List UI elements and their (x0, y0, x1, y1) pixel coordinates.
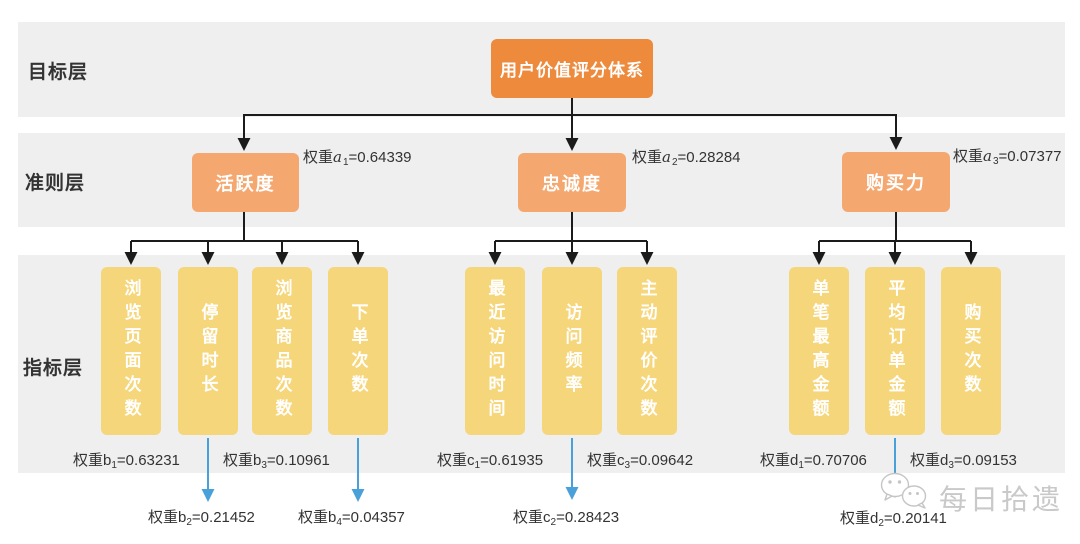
indicator-label: 浏览商品次数 (272, 279, 292, 423)
node-indicator-visit-frequency: 访问频率 (542, 267, 602, 435)
weight-label-a3: 权重a3=0.07377 (953, 147, 1062, 167)
node-indicator-product-views: 浏览商品次数 (252, 267, 312, 435)
weight-label-c1: 权重c1=0.61935 (437, 452, 544, 471)
indicator-label: 停留时长 (198, 303, 218, 399)
layer-label-criteria: 准则层 (25, 173, 86, 194)
weight-label-b3: 权重b3=0.10961 (223, 452, 330, 471)
weight-label-c3: 权重c3=0.09642 (587, 452, 694, 471)
weight-label-b4: 权重b4=0.04357 (298, 509, 405, 528)
node-indicator-purchase-count: 购买次数 (941, 267, 1001, 435)
node-criteria-activity: 活跃度 (192, 153, 299, 212)
node-indicator-dwell-time: 停留时长 (178, 267, 238, 435)
indicator-label: 浏览页面次数 (121, 279, 141, 423)
indicator-label: 主动评价次数 (637, 279, 657, 423)
watermark-text: 每日拾遗 (939, 484, 1064, 515)
node-indicator-order-count: 下单次数 (328, 267, 388, 435)
weight-label-b2: 权重b2=0.21452 (148, 509, 255, 528)
weight-label-d3: 权重d3=0.09153 (910, 452, 1017, 471)
node-criteria-loyalty: 忠诚度 (518, 153, 626, 212)
indicator-label: 购买次数 (961, 303, 981, 399)
weight-label-a1: 权重a1=0.64339 (303, 148, 412, 168)
indicator-label: 平均订单金额 (885, 279, 905, 423)
indicator-label: 单笔最高金额 (809, 279, 829, 423)
node-criteria-purchasing-power: 购买力 (842, 152, 950, 212)
node-indicator-page-views: 浏览页面次数 (101, 267, 161, 435)
node-indicator-review-count: 主动评价次数 (617, 267, 677, 435)
indicator-label: 最近访问时间 (485, 279, 505, 423)
weight-label-b1: 权重b1=0.63231 (73, 452, 180, 471)
watermark: 每日拾遗 (878, 470, 1063, 518)
indicator-label: 下单次数 (348, 303, 368, 399)
layer-label-goal: 目标层 (28, 62, 89, 83)
weight-label-d1: 权重d1=0.70706 (760, 452, 867, 471)
node-indicator-max-single-amount: 单笔最高金额 (789, 267, 849, 435)
weight-label-c2: 权重c2=0.28423 (513, 509, 620, 528)
indicator-label: 访问频率 (562, 303, 582, 399)
node-root-goal: 用户价值评分体系 (491, 39, 653, 98)
weight-label-a2: 权重a2=0.28284 (632, 148, 741, 168)
weight-label-d2: 权重d2=0.20141 (840, 510, 947, 529)
node-indicator-last-visit-time: 最近访问时间 (465, 267, 525, 435)
layer-label-indicator: 指标层 (23, 358, 84, 379)
node-indicator-avg-order-amount: 平均订单金额 (865, 267, 925, 435)
wechat-logo-icon (880, 472, 927, 509)
